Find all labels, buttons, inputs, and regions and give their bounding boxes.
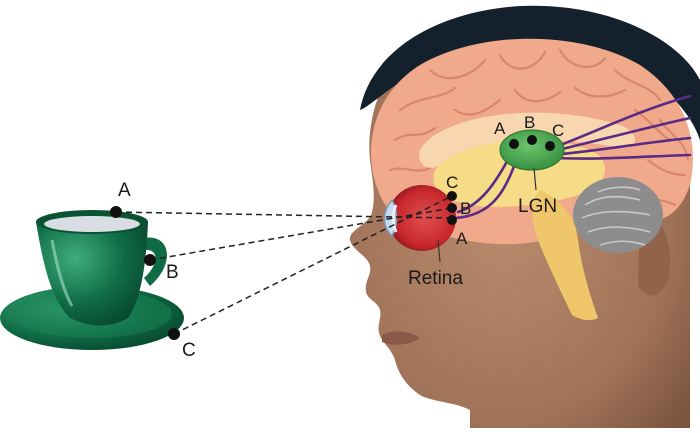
retina-label-a: A <box>456 229 468 248</box>
projection-lines <box>115 195 453 335</box>
hair <box>360 5 700 141</box>
cup-tea <box>44 216 140 232</box>
radiation-2 <box>548 116 692 154</box>
cerebellum <box>573 177 663 253</box>
lgn-point-a <box>509 139 519 149</box>
lgn-point-c <box>545 141 555 151</box>
retina-point-c <box>447 191 457 201</box>
radiation-4 <box>550 153 692 160</box>
retina-label: Retina <box>408 268 463 289</box>
teacup <box>0 210 184 350</box>
brainstem <box>532 190 598 321</box>
retina-label-c: C <box>446 173 458 192</box>
cup-points <box>110 206 180 340</box>
lgn-points <box>509 135 555 151</box>
cup-point-a <box>110 206 122 218</box>
retina-point-a <box>447 215 457 225</box>
eyeball <box>388 185 456 251</box>
leader-lines <box>437 167 537 263</box>
lgn-point-b <box>527 135 537 145</box>
lgn-label-a: A <box>494 119 506 138</box>
radiation-3 <box>550 136 692 157</box>
projection-line-b <box>149 207 453 261</box>
cup-body <box>36 222 148 326</box>
retina-point-b <box>447 203 457 213</box>
lgn-label-c: C <box>552 121 564 140</box>
cup-highlight <box>50 239 74 307</box>
retina-label-b: B <box>460 199 471 218</box>
lens <box>391 204 398 233</box>
cup-point-c <box>168 328 180 340</box>
lgn-label-b: B <box>524 113 535 132</box>
lgn-leader <box>533 167 537 191</box>
cup-label-a: A <box>118 180 131 201</box>
retina-leader <box>437 239 441 263</box>
projection-line-c <box>173 195 453 335</box>
labels: A B C C B A A B C Retina LGN <box>118 113 564 361</box>
cup-label-b: B <box>166 262 179 283</box>
projection-line-a <box>115 211 453 219</box>
lips <box>382 331 420 345</box>
lgn-label: LGN <box>518 196 557 217</box>
cup-label-c: C <box>182 340 196 361</box>
radiation-1 <box>546 94 692 152</box>
cup-point-b <box>144 254 156 266</box>
retina-points <box>447 191 457 225</box>
